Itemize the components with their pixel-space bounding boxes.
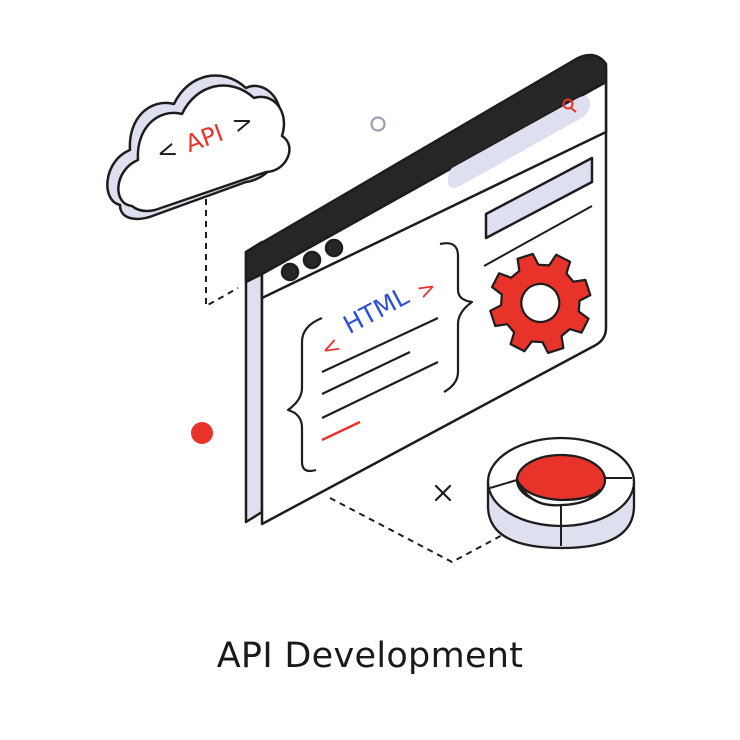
donut-segment-line	[489, 479, 518, 489]
code-brace-right	[439, 242, 474, 393]
cloud-connector-line	[205, 188, 239, 308]
search-icon	[562, 98, 577, 113]
code-line	[321, 361, 439, 419]
window-dot	[302, 250, 322, 270]
cloud-icon: API < >	[106, 74, 291, 221]
code-line	[321, 317, 439, 373]
window-dot	[280, 262, 300, 282]
window-dot	[324, 238, 344, 258]
donut-chart-icon	[486, 436, 636, 550]
caption-title: API Development	[216, 636, 524, 676]
close-icon	[434, 484, 452, 502]
browser-window-side	[244, 240, 264, 524]
code-line	[321, 420, 361, 442]
panel-bar	[484, 156, 594, 240]
address-bar	[448, 96, 590, 188]
code-brace-left	[286, 316, 323, 473]
donut-inner-edge	[515, 478, 602, 507]
gear-icon	[489, 252, 592, 355]
browser-window-icon: HTML < >	[244, 53, 608, 526]
panel-line	[483, 205, 593, 267]
decorative-red-dot	[191, 422, 213, 444]
decorative-ring	[370, 116, 386, 132]
code-line	[321, 351, 411, 395]
donut-connector-line	[329, 497, 509, 564]
